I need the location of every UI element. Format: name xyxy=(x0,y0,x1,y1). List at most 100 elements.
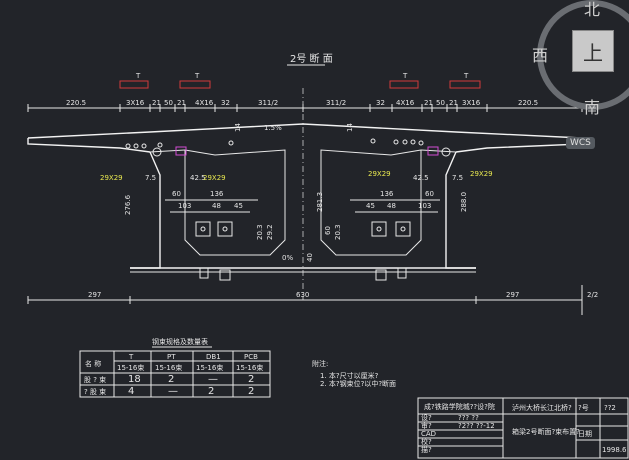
center-slope-label: 0% xyxy=(282,254,293,262)
label: 136 xyxy=(380,190,394,198)
table-cell: 15-16束 xyxy=(155,364,182,372)
tb-cell: ?2?? ??-12 xyxy=(458,422,495,430)
dim-label: 297 xyxy=(88,291,101,299)
t-markers: T T T T xyxy=(119,72,481,89)
drawing-title: 2号 断 面 xyxy=(290,52,333,65)
label: 29X29 xyxy=(470,170,493,178)
table-cell: 15-16束 xyxy=(236,364,263,372)
wcs-menu[interactable]: WCS xyxy=(566,137,595,149)
note-item: 1. 本?尺寸以厘米? xyxy=(320,371,379,380)
dim-label: 311/2 xyxy=(258,99,278,107)
table-header: PT xyxy=(167,353,176,361)
label: 288.0 xyxy=(460,192,468,212)
left-cell-labels: 29X29 7.5 42.5 29X29 60 103 136 48 45 27… xyxy=(100,174,274,240)
table-header: DB1 xyxy=(206,353,221,361)
drawing-name: 箱梁2号断面?束布置? xyxy=(512,427,580,436)
tb-cell: 描? xyxy=(421,445,432,454)
label: 40 xyxy=(306,253,314,262)
label: 48 xyxy=(212,202,221,210)
dim-label: 21 xyxy=(177,99,186,107)
tb-cell: CAD xyxy=(421,430,436,438)
viewcube-top-face[interactable]: 上 xyxy=(572,30,614,72)
label: 103 xyxy=(418,202,431,210)
label: 29X29 xyxy=(368,170,391,178)
t-marker: T xyxy=(402,72,408,80)
table-header: T xyxy=(128,353,134,361)
dim-label: 311/2 xyxy=(326,99,346,107)
label: 42.5 xyxy=(190,174,206,182)
label: 281.3 xyxy=(316,192,324,212)
notes: 附注: 1. 本?尺寸以厘米? 2. 本?钢束位?以中?断面 xyxy=(312,359,396,388)
table-cell: 2 xyxy=(168,374,174,385)
slope-label: 1.5% xyxy=(264,124,282,132)
compass-south[interactable]: 南 xyxy=(584,98,601,117)
top-dimension-ticks xyxy=(27,104,583,112)
tb-cell: 设? xyxy=(421,413,432,422)
t-marker: T xyxy=(135,72,141,80)
table-cell: 4 xyxy=(128,386,134,397)
bottom-tendons xyxy=(195,221,411,281)
label: 60 xyxy=(425,190,434,198)
dim-label: 4X16 xyxy=(396,99,415,107)
project-name: 泸州大桥长江北桥? xyxy=(512,403,572,412)
table-cell: — xyxy=(208,374,218,385)
dim-label: 630 xyxy=(296,291,309,299)
note-item: 2. 本?钢束位?以中?断面 xyxy=(320,379,396,388)
label: 276.6 xyxy=(124,194,132,215)
tb-meta: ??2 xyxy=(604,404,616,412)
right-cell-labels: 29X29 42.5 7.5 29X29 60 136 103 48 45 28… xyxy=(306,170,493,262)
label: 20.3 xyxy=(334,224,342,240)
dim-label: 4X16 xyxy=(195,99,214,107)
table-cell: 18 xyxy=(128,374,141,385)
notes-heading: 附注: xyxy=(312,359,328,368)
table-cell: ? 股 束 xyxy=(84,388,106,396)
t-marker: T xyxy=(463,72,469,80)
tb-meta: 日期 xyxy=(578,430,592,438)
dim-label: 50 xyxy=(164,99,173,107)
dim-label: 50 xyxy=(436,99,445,107)
label: 7.5 xyxy=(452,174,463,182)
title-block: 成?铁路学院城??设?院 泸州大桥长江北桥? 箱梁2号断面?束布置? 设? 审?… xyxy=(417,397,629,459)
table-caption: 钢束规格及数量表 xyxy=(152,337,208,346)
label: 29X29 xyxy=(100,174,123,182)
table-cell: — xyxy=(168,386,178,397)
label: 29.2 xyxy=(266,224,274,240)
top-dimension-labels: 220.5 3X16 21 50 21 4X16 32 311/2 311/2 … xyxy=(66,99,538,107)
dim-label: 2/2 xyxy=(587,291,598,299)
table-header: PCB xyxy=(244,353,258,361)
label: 60 xyxy=(172,190,181,198)
dim-label: 32 xyxy=(221,99,230,107)
dim-label: 21 xyxy=(449,99,458,107)
dim-label: 21 xyxy=(152,99,161,107)
label: 48 xyxy=(387,202,396,210)
compass-west[interactable]: 西 xyxy=(532,46,549,65)
label: 60 xyxy=(324,226,332,235)
table-cell: 2 xyxy=(248,386,254,397)
tb-cell: ??? ?? xyxy=(458,414,479,422)
box-girder-section xyxy=(27,123,583,273)
label: 45 xyxy=(234,202,243,210)
institute-name: 成?铁路学院城??设?院 xyxy=(424,402,495,411)
tb-meta: 1998.6 xyxy=(602,446,627,454)
label: 29X29 xyxy=(203,174,226,182)
dim-label: 32 xyxy=(376,99,385,107)
t-marker: T xyxy=(194,72,200,80)
dim-label: 3X16 xyxy=(126,99,145,107)
label: 45 xyxy=(366,202,375,210)
deck-dim: 14 xyxy=(234,123,242,132)
label: 136 xyxy=(210,190,224,198)
table-cell: 2 xyxy=(248,374,254,385)
dim-label: 3X16 xyxy=(462,99,481,107)
dim-label: 21 xyxy=(424,99,433,107)
table-cell: 2 xyxy=(208,386,214,397)
label: 7.5 xyxy=(145,174,156,182)
table-header: 名 称 xyxy=(85,359,101,368)
tb-meta: ?号 xyxy=(578,404,589,412)
dim-label: 297 xyxy=(506,291,519,299)
view-compass[interactable] xyxy=(530,0,629,130)
compass-north[interactable]: 北 xyxy=(584,0,601,19)
label: 20.3 xyxy=(256,224,264,240)
tendon-table: 钢束规格及数量表 名 称 T PT DB1 PCB 15-16束 15-16束 … xyxy=(79,337,271,398)
